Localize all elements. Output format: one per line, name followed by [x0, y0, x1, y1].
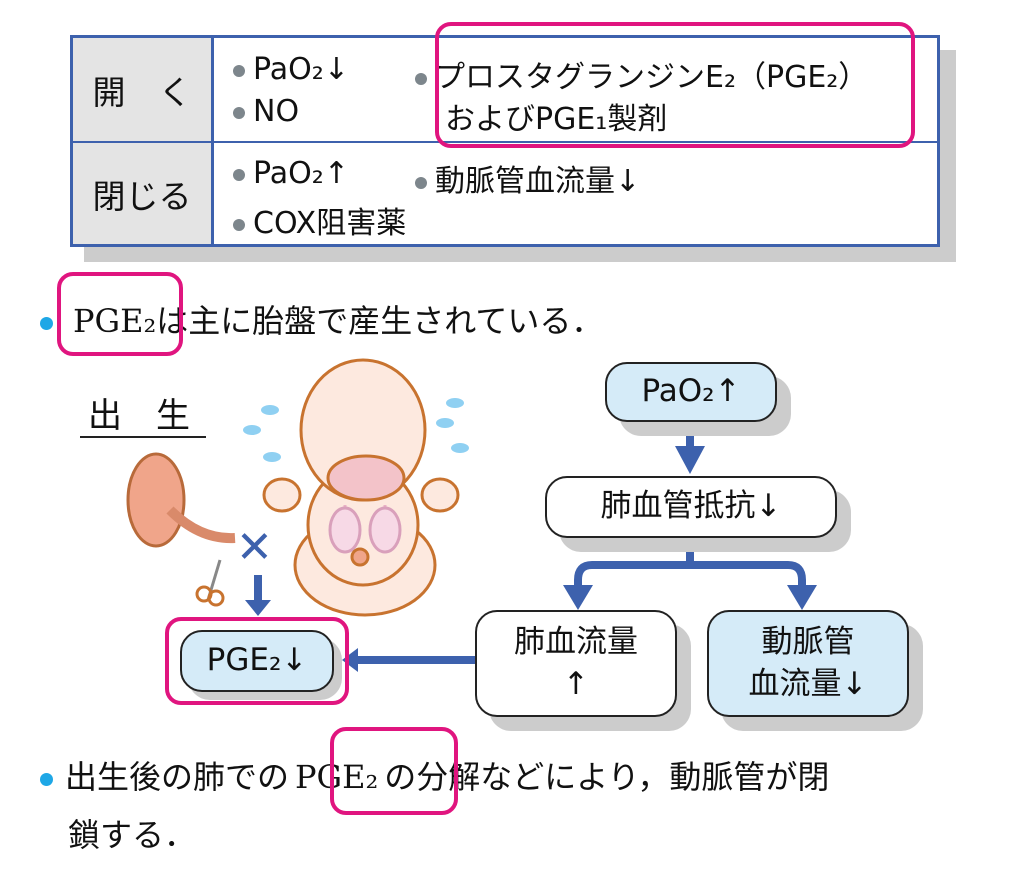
pulmonary-vascular-resistance-box: 肺血管抵抗↓ — [545, 476, 837, 538]
open-item-cont: およびPGE₁製剤 — [445, 102, 668, 137]
pge2-down-highlight-frame — [165, 617, 349, 705]
bullet — [40, 773, 53, 786]
birth-label: 出 生 — [88, 396, 190, 436]
bullet — [40, 317, 53, 330]
blocked-x-icon: ✕ — [236, 522, 273, 573]
scissors-icon — [195, 559, 225, 607]
flow-arrows — [254, 420, 806, 664]
close-item: 動脈管血流量↓ — [415, 156, 640, 200]
open-item: プロスタグランジンE₂（PGE₂） — [415, 52, 868, 96]
ductus-factor-table: 開 く 閉じる PaO₂↓ NO プロスタグランジンE₂（PGE₂） およびPG… — [70, 35, 940, 247]
open-item: NO — [233, 94, 299, 129]
pge2-highlight-frame — [57, 272, 183, 356]
close-item: PaO₂↑ — [233, 156, 349, 191]
pge-highlight-frame — [435, 22, 915, 148]
pge2-down-box: PGE₂↓ — [180, 630, 334, 692]
row-header-close: 閉じる — [73, 143, 214, 244]
close-item: COX阻害薬 — [233, 198, 406, 242]
tears-icon — [243, 398, 469, 462]
birth-underline — [80, 436, 206, 438]
row-header-open: 開 く — [73, 38, 214, 141]
placenta-icon — [126, 452, 236, 548]
row-divider — [73, 141, 937, 143]
pge2-highlight-frame-2 — [330, 727, 458, 815]
pulmonary-blood-flow-box: 肺血流量↑ — [475, 610, 677, 717]
open-item: PaO₂↓ — [233, 52, 349, 87]
ductus-blood-flow-box: 動脈管血流量↓ — [707, 610, 909, 717]
crying-baby-icon — [262, 358, 460, 617]
note-placenta: PGE₂は主に胎盤で産生されている． — [40, 296, 603, 342]
pao2-up-box: PaO₂↑ — [605, 362, 777, 422]
note-closure-line2: 鎖する． — [68, 816, 197, 854]
arrowheads — [245, 446, 817, 672]
